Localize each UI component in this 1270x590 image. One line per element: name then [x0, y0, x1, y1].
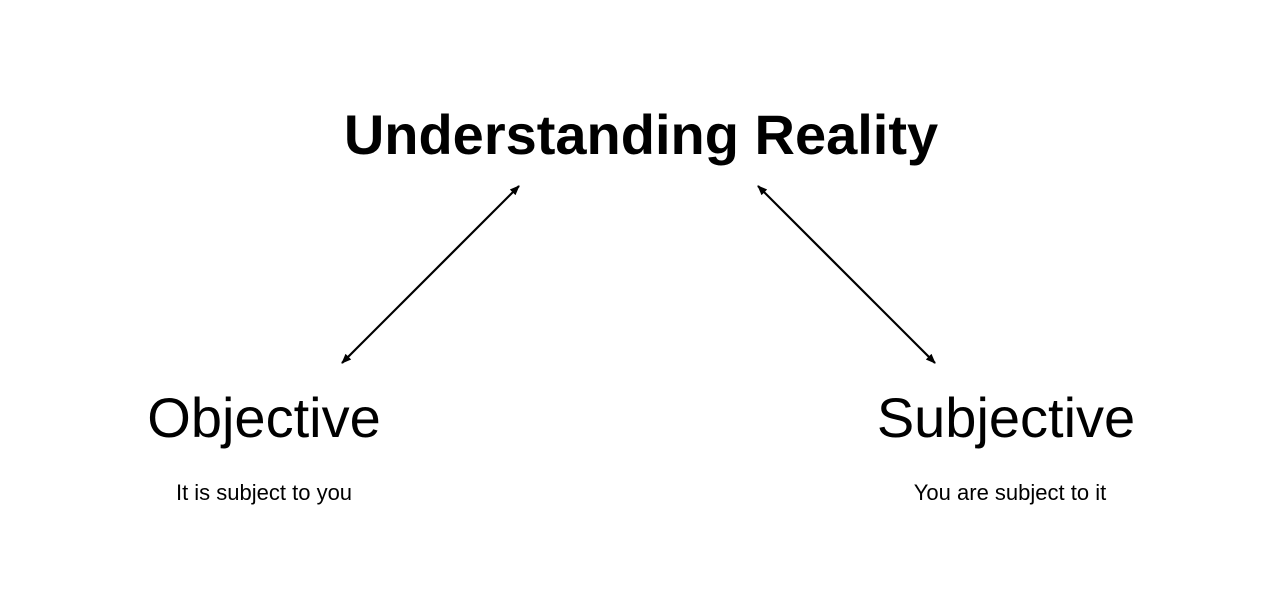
objective-description: It is subject to you — [175, 480, 353, 505]
objective-label: Objective — [147, 386, 381, 449]
subjective-label: Subjective — [876, 386, 1136, 449]
arrow-title-objective — [341, 185, 520, 364]
diagram-title: Understanding Reality — [343, 103, 939, 166]
subjective-description: You are subject to it — [913, 480, 1107, 505]
arrow-title-subjective — [757, 185, 936, 364]
